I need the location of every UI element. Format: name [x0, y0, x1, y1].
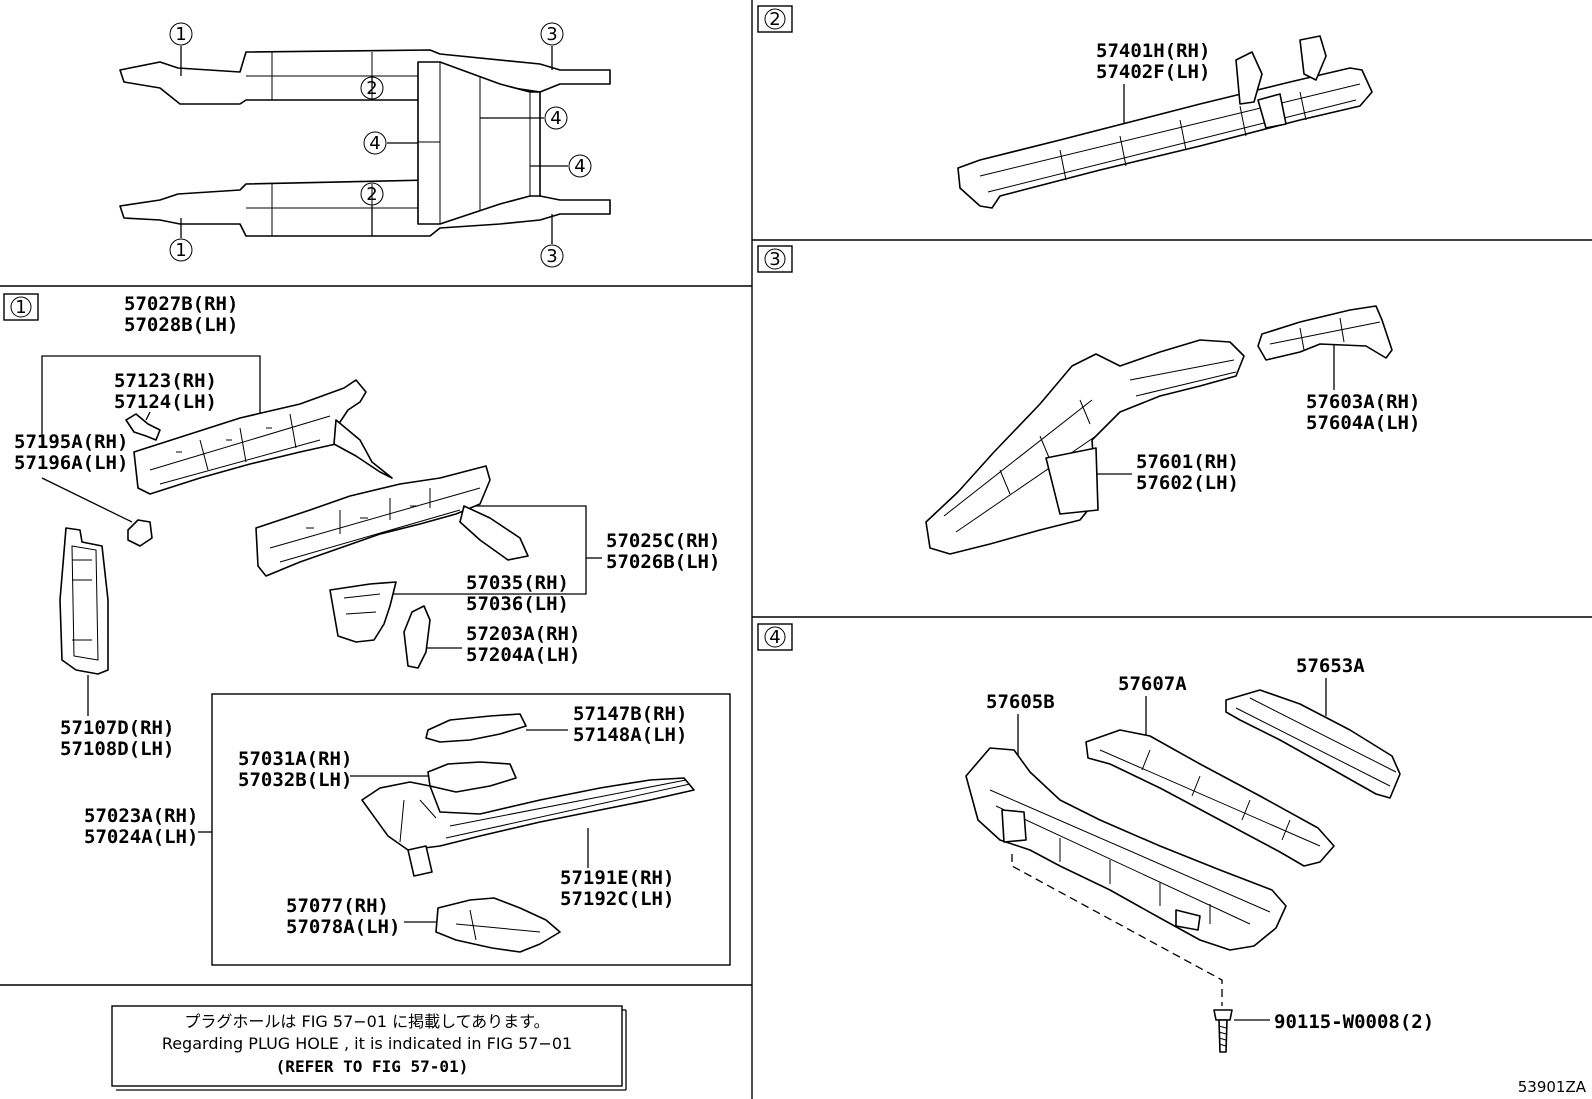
- label-90115-W0008: 90115-W0008(2): [1274, 1011, 1434, 1033]
- label-57192C: 57192C(LH): [560, 888, 674, 910]
- label-57077: 57077(RH): [286, 895, 389, 917]
- part-57653A: [1225, 689, 1401, 799]
- note-english: Regarding PLUG HOLE , it is indicated in…: [162, 1034, 572, 1053]
- label-57148A: 57148A(LH): [573, 724, 687, 746]
- label-57401H: 57401H(RH): [1096, 40, 1210, 62]
- label-57204A: 57204A(LH): [466, 644, 580, 666]
- label-57078A: 57078A(LH): [286, 916, 400, 938]
- svg-text:2: 2: [366, 78, 377, 99]
- section-2: 2 57401H(RH) 57402F(LH): [757, 5, 1373, 209]
- figure-code: 53901ZA: [1518, 1078, 1587, 1096]
- svg-text:3: 3: [546, 24, 557, 45]
- label-57196A: 57196A(LH): [14, 452, 128, 474]
- plug-hole-note: プラグホールは FIG 57−01 に掲載してあります。 Regarding P…: [111, 1005, 627, 1091]
- note-japanese: プラグホールは FIG 57−01 に掲載してあります。: [184, 1012, 549, 1031]
- label-57203A: 57203A(RH): [466, 623, 580, 645]
- label-57603A: 57603A(RH): [1306, 391, 1420, 413]
- label-57601: 57601(RH): [1136, 451, 1239, 473]
- label-57025C: 57025C(RH): [606, 530, 720, 552]
- part-57203A: [403, 605, 431, 669]
- label-57026B: 57026B(LH): [606, 551, 720, 573]
- label-57036: 57036(LH): [466, 593, 569, 615]
- part-57107D: [59, 527, 109, 675]
- svg-text:2: 2: [366, 184, 377, 205]
- label-57195A: 57195A(RH): [14, 431, 128, 453]
- part-57195A: [127, 519, 153, 547]
- svg-text:1: 1: [175, 240, 186, 261]
- note-refer: (REFER TO FIG 57-01): [276, 1057, 469, 1076]
- label-57605B: 57605B: [986, 691, 1055, 713]
- label-57024A: 57024A(LH): [84, 826, 198, 848]
- part-57123: [125, 413, 161, 441]
- section-4: 4 57605B 57607A 57653A 90115-W0008(2): [757, 623, 1434, 1053]
- label-57031A: 57031A(RH): [238, 748, 352, 770]
- part-57031A: [427, 761, 517, 793]
- svg-text:3: 3: [546, 246, 557, 267]
- label-57108D: 57108D(LH): [60, 738, 174, 760]
- label-57123: 57123(RH): [114, 370, 217, 392]
- label-57653A: 57653A: [1296, 655, 1365, 677]
- label-57602: 57602(LH): [1136, 472, 1239, 494]
- label-57147B: 57147B(RH): [573, 703, 687, 725]
- svg-text:4: 4: [369, 133, 380, 154]
- label-57607A: 57607A: [1118, 673, 1187, 695]
- overview-callouts: 1 2 3 4 4 4 2 1 3: [169, 22, 592, 268]
- part-57147B: [425, 713, 527, 743]
- svg-text:4: 4: [550, 108, 561, 129]
- part-57025C: [255, 465, 491, 577]
- part-57027B: [133, 379, 367, 495]
- part-57401H: [957, 67, 1373, 209]
- part-57023A: [361, 777, 695, 851]
- svg-text:4: 4: [574, 156, 585, 177]
- part-57035: [329, 581, 397, 643]
- section-1-badge: 1: [15, 297, 26, 318]
- label-57107D: 57107D(RH): [60, 717, 174, 739]
- section-1: 1 57027B(RH) 57028B(LH) 57123(RH) 57124(…: [3, 293, 731, 966]
- section-3: 3 57603A(RH) 57604A(LH) 57601(RH) 57602(…: [757, 245, 1420, 555]
- label-57604A: 57604A(LH): [1306, 412, 1420, 434]
- bolt-90115-icon: [1213, 1009, 1233, 1053]
- floor-overview: 1 2 3 4 4 4 2 1 3: [119, 22, 611, 268]
- section-3-badge: 3: [769, 249, 780, 270]
- section-2-badge: 2: [769, 9, 780, 30]
- svg-text:1: 1: [175, 24, 186, 45]
- label-57032B: 57032B(LH): [238, 769, 352, 791]
- label-57191E: 57191E(RH): [560, 867, 674, 889]
- label-57023A: 57023A(RH): [84, 805, 198, 827]
- label-57027B: 57027B(RH): [124, 293, 238, 315]
- label-57028B: 57028B(LH): [124, 314, 238, 336]
- section-4-badge: 4: [769, 627, 780, 648]
- label-57035: 57035(RH): [466, 572, 569, 594]
- part-57077: [435, 897, 561, 953]
- label-57124: 57124(LH): [114, 391, 217, 413]
- part-57601: [925, 339, 1245, 555]
- label-57402F: 57402F(LH): [1096, 61, 1210, 83]
